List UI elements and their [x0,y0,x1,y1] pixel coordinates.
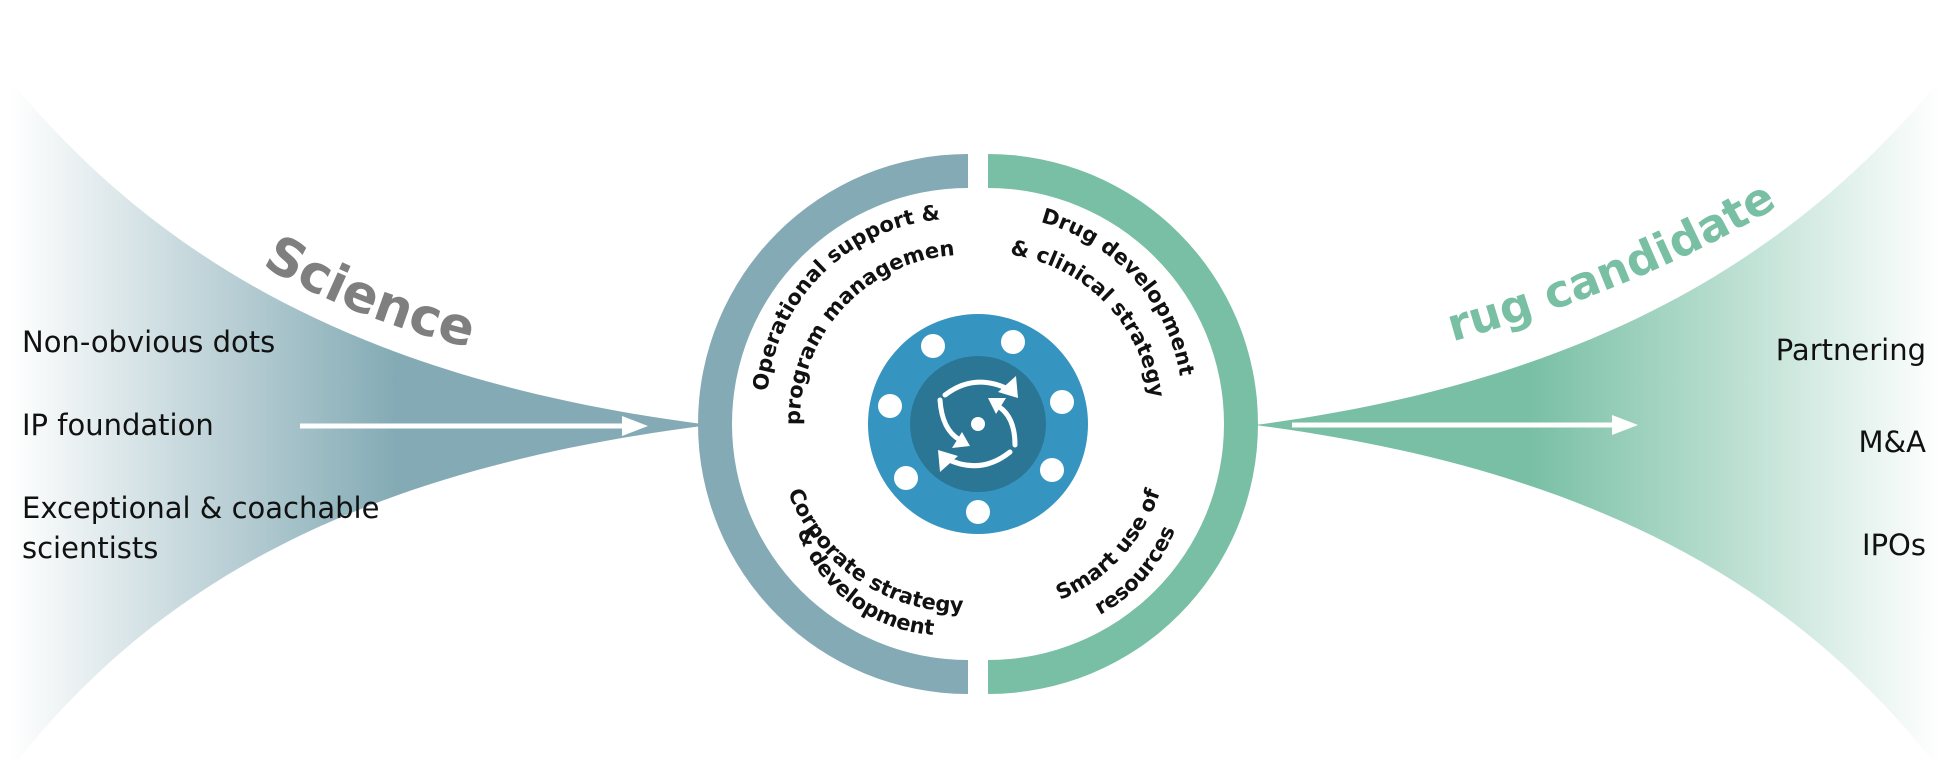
left-item-non-obvious-dots: Non-obvious dots [22,325,276,359]
cycle-arrows-icon [937,376,1018,472]
ring-right-half [988,154,1258,694]
right-arrow [1292,415,1638,435]
left-item-scientists: Exceptional & coachable scientists [22,491,380,565]
right-item-ma: M&A [1858,425,1926,459]
right-item-ipos: IPOs [1862,528,1926,562]
hub-dot [894,466,918,490]
ring-left-half [698,154,968,694]
hub-dot [966,500,990,524]
left-arrow [300,416,648,436]
hub-dot [1040,458,1064,482]
hub-dot [1050,390,1074,414]
right-item-partnering: Partnering [1775,333,1926,367]
left-item-ip-foundation: IP foundation [22,408,214,442]
hub-dot [1001,330,1025,354]
hub-dot [921,334,945,358]
center-hub [868,314,1088,534]
hub-dot [878,394,902,418]
